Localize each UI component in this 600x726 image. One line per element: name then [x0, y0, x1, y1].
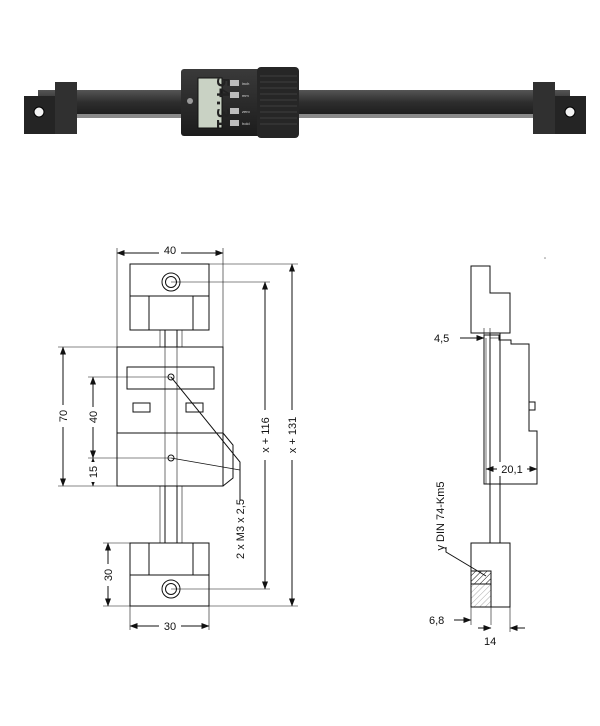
dim-offset-top: 4,5	[434, 333, 449, 345]
display-window	[126, 366, 215, 390]
digital-readout-head: 54.31 inch mm zero hold	[181, 67, 299, 138]
scale-rail	[38, 90, 570, 117]
dim-depth: 20,1	[501, 464, 522, 476]
dim-length-inner: x + 116	[260, 417, 272, 453]
button	[230, 80, 239, 86]
right-end-block	[533, 82, 586, 134]
side-view-drawing	[445, 265, 538, 632]
button	[230, 92, 239, 98]
side-button	[528, 401, 536, 411]
dim-width-bottom: 14	[484, 636, 496, 648]
mount-hole	[564, 106, 576, 118]
product-photo: 54.31 inch mm zero hold	[24, 67, 586, 138]
button-label: inch	[242, 81, 249, 86]
button	[230, 120, 239, 126]
grip-ribs	[260, 75, 297, 125]
dim-offset-bottom: 6,8	[429, 615, 444, 627]
dim-width-bottom: 30	[164, 621, 176, 633]
bottom-end-block	[129, 542, 210, 607]
readout-head-outline	[116, 346, 234, 487]
screw-leader	[170, 376, 241, 500]
top-end-block	[129, 263, 210, 331]
dim-length-outer: x + 131	[287, 417, 299, 453]
dim-width-top: 40	[164, 245, 176, 257]
fit-leader	[445, 547, 487, 577]
front-view-labels: 40 30 70 40 15 30 x + 116 x + 131 2 x M3…	[55, 244, 300, 633]
side-view-labels: 4,5 20,1 6,8 14 y DIN 74-Km5	[429, 333, 527, 648]
button-label: hold	[242, 121, 250, 126]
lcd-reading: 54.31	[212, 77, 232, 128]
top-bracket	[470, 265, 511, 334]
button	[230, 108, 239, 114]
fit-label: y DIN 74-Km5	[435, 481, 447, 550]
dim-height-small: 15	[88, 466, 100, 478]
left-end-block	[24, 82, 77, 134]
rail-edge	[38, 114, 570, 118]
head-profile	[483, 334, 538, 485]
control-buttons: inch mm zero hold	[230, 80, 251, 126]
dim-height-block: 30	[103, 569, 115, 581]
speck	[544, 257, 546, 259]
lcd-screen	[197, 77, 223, 129]
front-view-drawing	[58, 248, 298, 630]
dim-height-display: 70	[58, 410, 70, 422]
mount-hole	[33, 106, 45, 118]
button-slot	[185, 402, 204, 413]
button-slot	[132, 402, 151, 413]
button-label: mm	[242, 93, 249, 98]
dim-height-center: 40	[88, 411, 100, 423]
button-label: zero	[242, 109, 251, 114]
logo-badge	[187, 98, 193, 104]
bottom-bracket	[470, 542, 511, 608]
screw-label: 2 x M3 x 2,5	[235, 499, 247, 559]
